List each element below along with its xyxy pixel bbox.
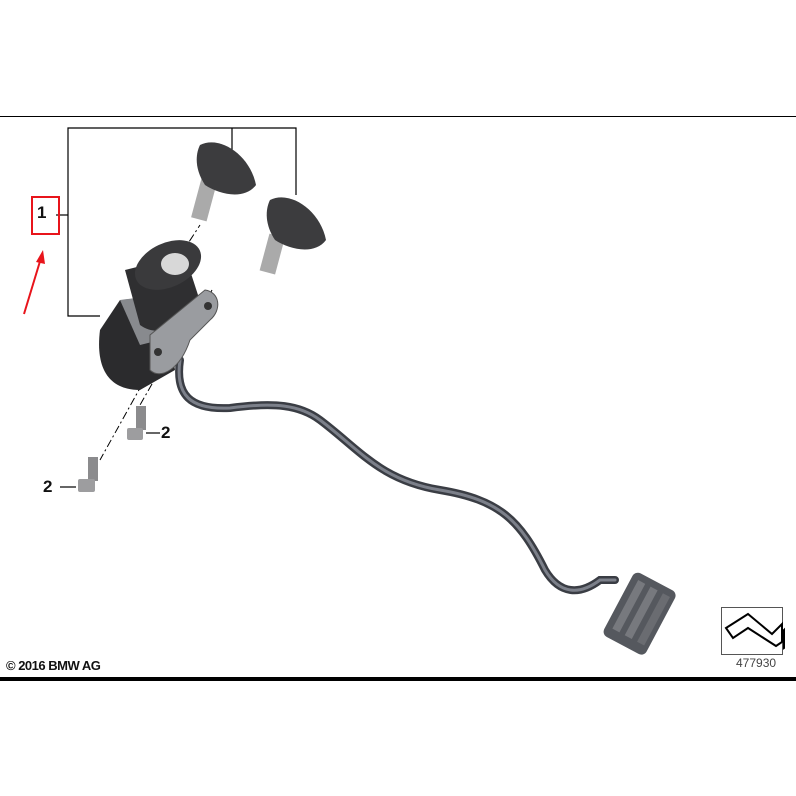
screw-1 [127,406,146,440]
red-arrow-icon [23,250,45,315]
copyright: © 2016 BMW AG [6,658,101,673]
callout-2-label: 2 [161,423,171,442]
top-divider [0,116,796,117]
bottom-divider [0,677,796,681]
reference-number: 477930 [736,656,777,670]
key-1 [191,142,256,222]
callout-1-highlight-box [31,196,60,235]
ignition-lock [99,240,219,390]
callout-1-label: 1 [37,203,47,222]
connector [603,572,676,655]
key-2 [259,197,326,275]
callout-2-label: 2 [43,477,53,496]
screw-2 [78,457,98,492]
